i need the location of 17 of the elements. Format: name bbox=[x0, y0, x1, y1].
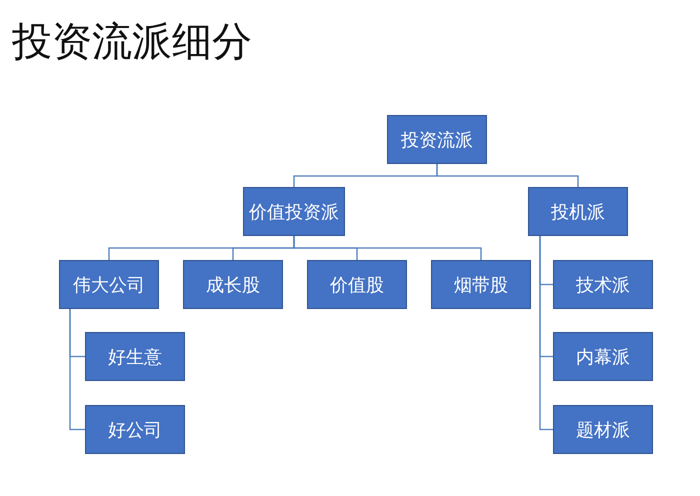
org-box: 成长股 bbox=[183, 260, 283, 309]
org-box: 题材派 bbox=[553, 405, 653, 454]
org-box: 投资流派 bbox=[387, 115, 487, 164]
connector-line bbox=[293, 236, 482, 260]
org-box: 内幕派 bbox=[553, 332, 653, 381]
org-box: 好生意 bbox=[85, 332, 185, 381]
org-box: 烟带股 bbox=[431, 260, 531, 309]
org-box: 好公司 bbox=[85, 405, 185, 454]
connector-line bbox=[436, 164, 579, 187]
org-box: 价值股 bbox=[307, 260, 407, 309]
org-box: 伟大公司 bbox=[59, 260, 159, 309]
connector-line bbox=[539, 236, 553, 430]
org-box: 技术派 bbox=[553, 260, 653, 309]
connector-line bbox=[69, 309, 85, 430]
org-box: 价值投资派 bbox=[243, 187, 345, 236]
title: 投资流派细分 bbox=[12, 18, 252, 66]
org-box: 投机派 bbox=[528, 187, 628, 236]
